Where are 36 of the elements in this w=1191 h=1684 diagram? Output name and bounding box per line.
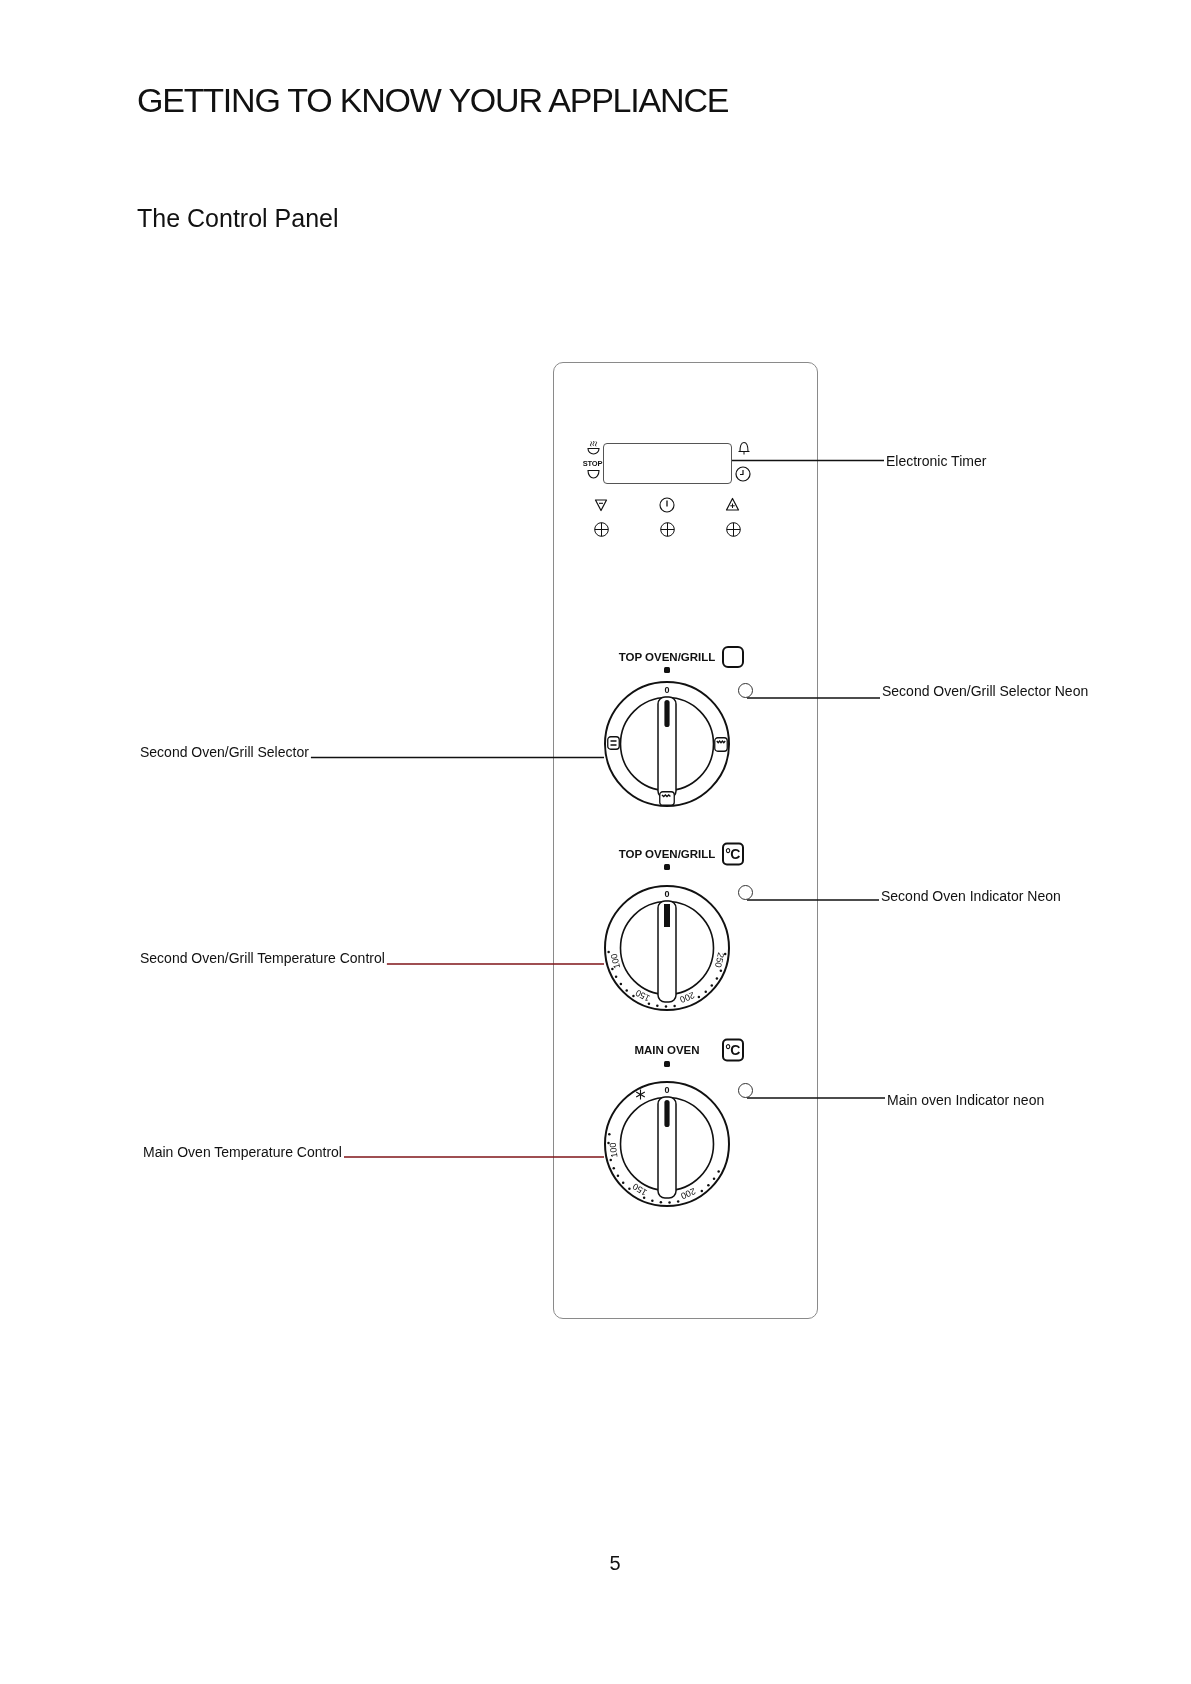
- dial-number: 0: [664, 685, 670, 695]
- dial-number: 200: [679, 1185, 697, 1200]
- callout-label: Second Oven Indicator Neon: [881, 888, 1061, 904]
- control-caption: TOP OVEN/GRILL: [618, 847, 716, 861]
- leader-line: [731, 459, 885, 462]
- callout-label: Main Oven Temperature Control: [143, 1144, 342, 1160]
- leader-line: [386, 963, 605, 965]
- callout-label: Main oven Indicator neon: [887, 1092, 1045, 1108]
- dial-number: 150: [630, 1181, 649, 1198]
- leader-line: [746, 697, 881, 699]
- dial-number: 250: [712, 951, 725, 969]
- leader-line: [343, 1156, 605, 1158]
- dial-number: 150: [634, 987, 652, 1003]
- dial-number: 0: [664, 1085, 670, 1095]
- timer-display: [603, 443, 732, 484]
- callout-label: Electronic Timer: [886, 453, 987, 469]
- dial-number: 0: [664, 889, 670, 899]
- leader-line: [746, 1097, 886, 1099]
- control-knob: [604, 1081, 730, 1207]
- dial-number: 100: [609, 952, 622, 970]
- page-number: 5: [609, 1553, 621, 1573]
- section-heading: The Control Panel: [137, 206, 339, 231]
- callout-label: Second Oven/Grill Selector: [140, 744, 309, 760]
- celsius-sign: °C: [721, 1038, 744, 1062]
- celsius-sign: °C: [721, 842, 744, 866]
- callout-label: Second Oven/Grill Selector Neon: [882, 683, 1089, 699]
- page-title: GETTING TO KNOW YOUR APPLIANCE: [137, 83, 729, 117]
- callout-label: Second Oven/Grill Temperature Control: [140, 950, 385, 966]
- leader-line: [746, 899, 880, 901]
- dial-number: 200: [678, 990, 696, 1005]
- control-knob: [604, 681, 730, 807]
- control-caption: TOP OVEN/GRILL: [618, 650, 716, 664]
- dial-number: 100: [609, 1142, 620, 1159]
- control-caption: MAIN OVEN: [634, 1043, 700, 1057]
- leader-line: [310, 756, 605, 759]
- control-knob: [604, 885, 730, 1011]
